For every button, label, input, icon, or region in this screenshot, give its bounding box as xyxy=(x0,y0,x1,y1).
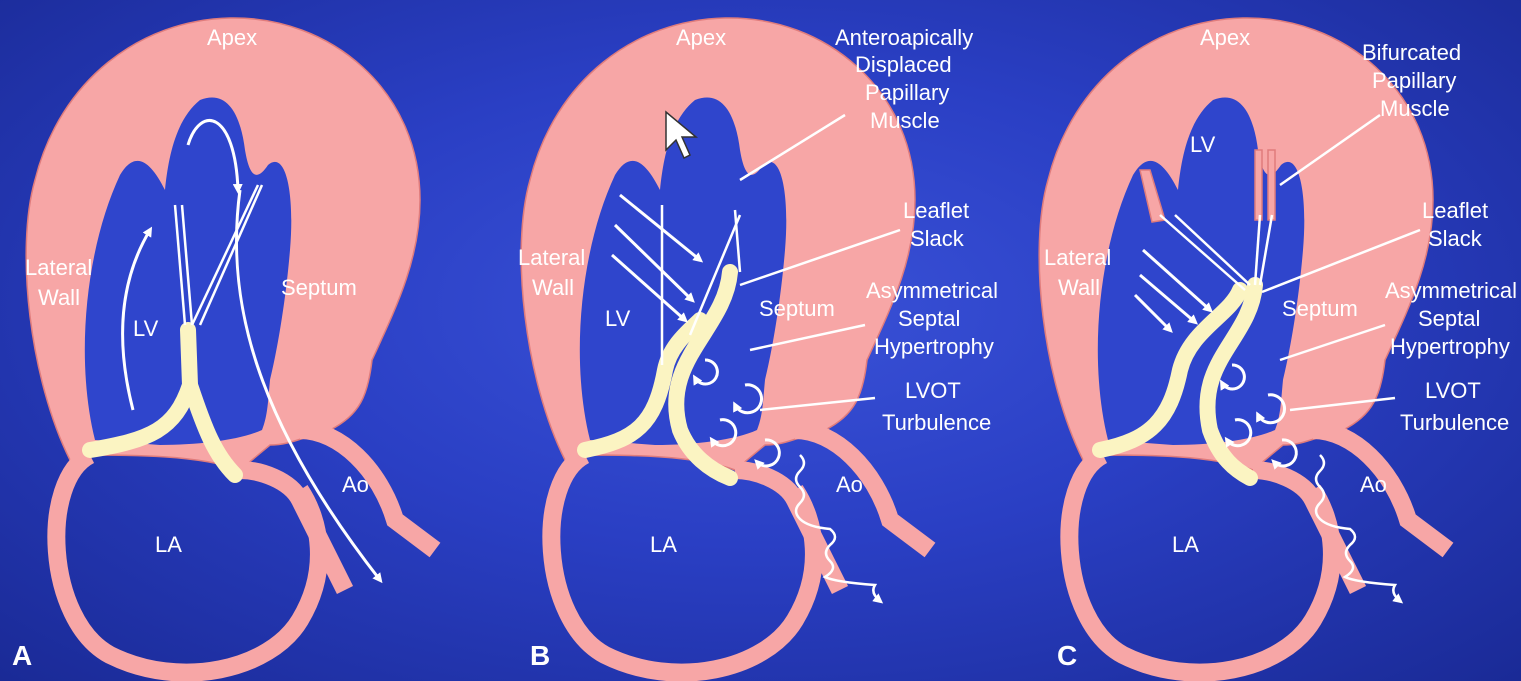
leaflet-slack-annotation: Slack xyxy=(910,226,965,251)
asymmetrical-annotation: Asymmetrical xyxy=(866,278,998,303)
lateral-wall-label: Lateral xyxy=(518,245,585,270)
panel-b: Apex Lateral Wall Septum LV LA Ao Antero… xyxy=(518,18,998,673)
asymmetrical-annotation: Hypertrophy xyxy=(874,334,994,359)
leaflet-slack-annotation: Slack xyxy=(1428,226,1483,251)
la-label: LA xyxy=(155,532,182,557)
lateral-wall-label: Wall xyxy=(532,275,574,300)
apex-label: Apex xyxy=(676,25,726,50)
septum-label: Septum xyxy=(759,296,835,321)
lvot-annotation: Turbulence xyxy=(1400,410,1509,435)
papillary-annotation: Displaced xyxy=(855,52,952,77)
lvot-annotation: LVOT xyxy=(1425,378,1481,403)
papillary-annotation: Papillary xyxy=(865,80,949,105)
apex-label: Apex xyxy=(1200,25,1250,50)
asymmetrical-annotation: Asymmetrical xyxy=(1385,278,1517,303)
papillary-annotation: Anteroapically xyxy=(835,25,973,50)
panel-a: Apex Lateral Wall Septum LV LA Ao A xyxy=(12,18,435,673)
papillary-annotation: Bifurcated xyxy=(1362,40,1461,65)
papillary-strip xyxy=(1268,150,1275,220)
leaflet-slack-annotation: Leaflet xyxy=(903,198,969,223)
lv-label: LV xyxy=(605,306,631,331)
papillary-annotation: Papillary xyxy=(1372,68,1456,93)
leaflet-slack-annotation: Leaflet xyxy=(1422,198,1488,223)
lateral-wall-label: Wall xyxy=(1058,275,1100,300)
asymmetrical-annotation: Hypertrophy xyxy=(1390,334,1510,359)
lvot-annotation: Turbulence xyxy=(882,410,991,435)
papillary-annotation: Muscle xyxy=(1380,96,1450,121)
la-label: LA xyxy=(650,532,677,557)
lateral-wall-label: Lateral xyxy=(25,255,92,280)
apex-label: Apex xyxy=(207,25,257,50)
lateral-wall-label: Lateral xyxy=(1044,245,1111,270)
papillary-strip xyxy=(1255,150,1262,220)
ao-label: Ao xyxy=(342,472,369,497)
asymmetrical-annotation: Septal xyxy=(1418,306,1480,331)
lv-label: LV xyxy=(133,316,159,341)
panel-letter: C xyxy=(1057,640,1077,671)
panel-letter: B xyxy=(530,640,550,671)
panel-letter: A xyxy=(12,640,32,671)
papillary-annotation: Muscle xyxy=(870,108,940,133)
septum-label: Septum xyxy=(1282,296,1358,321)
lateral-wall-label: Wall xyxy=(38,285,80,310)
ao-label: Ao xyxy=(836,472,863,497)
lv-label: LV xyxy=(1190,132,1216,157)
asymmetrical-annotation: Septal xyxy=(898,306,960,331)
septum-label: Septum xyxy=(281,275,357,300)
la-label: LA xyxy=(1172,532,1199,557)
lvot-annotation: LVOT xyxy=(905,378,961,403)
ao-label: Ao xyxy=(1360,472,1387,497)
panel-c: Apex Lateral Wall Septum LV LA Ao Bifurc… xyxy=(1039,18,1517,673)
